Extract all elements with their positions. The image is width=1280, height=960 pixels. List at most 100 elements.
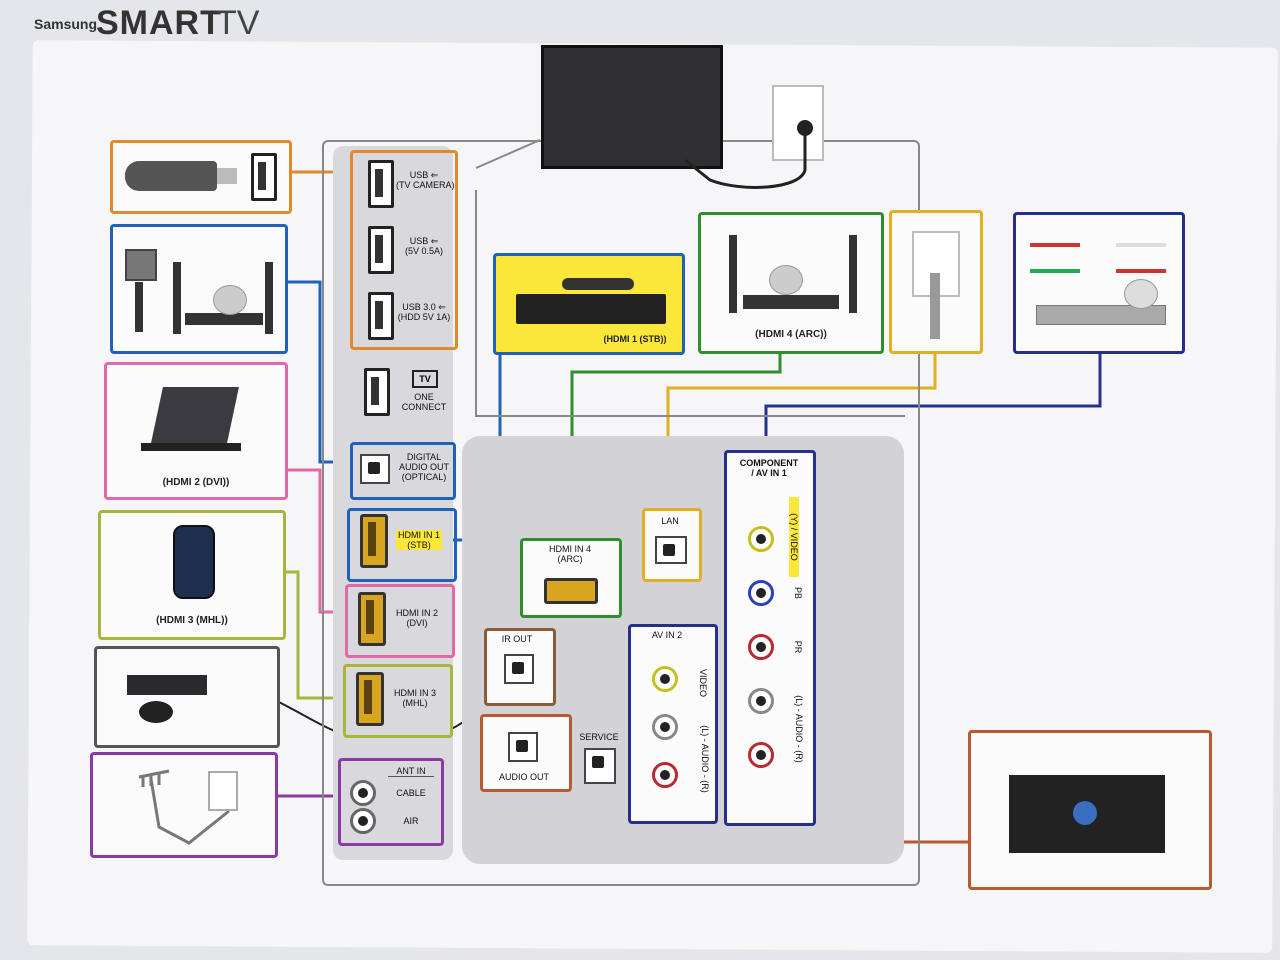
service-port[interactable] — [584, 748, 616, 784]
disc-icon — [213, 285, 247, 315]
cable-port[interactable] — [350, 780, 376, 806]
component-line — [764, 352, 1102, 452]
panel-link — [475, 190, 905, 417]
one-connect-label: ONE CONNECT — [401, 392, 447, 412]
component-label: COMPONENT / AV IN 1 — [739, 458, 799, 478]
audio-system-box — [968, 730, 1212, 890]
pb-label: PB — [793, 586, 803, 599]
service-label: SERVICE — [579, 732, 619, 742]
antenna-wall-socket-icon — [208, 771, 238, 811]
phone-icon — [173, 525, 215, 599]
usb2-port[interactable] — [368, 226, 394, 274]
optical-socket-icon — [125, 249, 157, 281]
usb2-label: USB ⇐ (5V 0.5A) — [404, 236, 444, 256]
usb1-label: USB ⇐ (TV CAMERA) — [396, 170, 455, 190]
ir-blaster-icon — [139, 701, 173, 723]
rca-cables-icon — [1116, 243, 1166, 273]
av-video-port[interactable] — [652, 666, 678, 692]
lan-port-group — [642, 508, 702, 582]
remote-icon — [562, 278, 634, 290]
component-cables-icon — [1030, 243, 1080, 273]
antenna-port-group — [338, 758, 444, 846]
laptop-icon — [151, 387, 239, 443]
hdmi-in-4-label: HDMI IN 4 (ARC) — [548, 544, 591, 564]
usb-plug-icon — [217, 168, 237, 184]
hdmi1-device-label: (HDMI 1 (STB)) — [603, 334, 667, 344]
ir-blaster-box — [94, 646, 280, 748]
arc-disc-icon — [769, 265, 803, 295]
usb3-label: USB 3.0 ⇐ (HDD 5V 1A) — [397, 302, 451, 322]
usb-device-box — [110, 140, 292, 214]
one-connect-port[interactable] — [364, 368, 390, 416]
usb3-port[interactable] — [368, 292, 394, 340]
hdmi-in-3-port[interactable] — [356, 672, 384, 726]
lan-label: LAN — [661, 516, 679, 526]
usb-ports-group — [350, 150, 458, 350]
ir-out-port[interactable] — [504, 654, 534, 684]
component-video-port[interactable] — [748, 526, 774, 552]
usb1-port[interactable] — [368, 160, 394, 208]
air-port[interactable] — [350, 808, 376, 834]
tv-badge-icon: TV — [412, 370, 438, 388]
cable-label: CABLE — [396, 788, 426, 798]
component-audio-r-port[interactable] — [748, 742, 774, 768]
ir-receiver-icon — [127, 675, 207, 695]
brand-logo-word: SMART — [96, 4, 222, 42]
mini-system-knob-icon — [1073, 801, 1097, 825]
audio-out-label: AUDIO OUT — [498, 772, 549, 782]
digital-audio-out-port[interactable] — [360, 454, 390, 484]
home-theater-box — [110, 224, 288, 354]
audio-out-port[interactable] — [508, 732, 538, 762]
ir-out-label: IR OUT — [501, 634, 533, 644]
tv-line — [475, 139, 541, 169]
hdmi-in-1-port[interactable] — [360, 514, 388, 568]
hdmi-in-1-label: HDMI IN 1 (STB) — [396, 530, 442, 550]
ant-in-label: ANT IN — [388, 766, 434, 777]
hdmi4-device-label: (HDMI 4 (ARC)) — [755, 329, 827, 340]
speaker-right-icon — [265, 262, 273, 334]
component-player-box — [1013, 212, 1185, 354]
set-top-box-icon — [516, 294, 666, 324]
antenna-icon — [138, 769, 230, 845]
lan-port[interactable] — [655, 536, 687, 564]
hdmi-in-3-group — [343, 664, 453, 738]
digital-audio-out-label: DIGITAL AUDIO OUT (OPTICAL) — [398, 452, 449, 482]
speaker-left-icon — [173, 262, 181, 334]
brand-maker: Samsung — [34, 16, 98, 32]
lan-wall-box — [889, 210, 983, 354]
hdmi-in-4-port[interactable] — [544, 578, 598, 604]
phone-box: (HDMI 3 (MHL)) — [98, 510, 286, 640]
pb-port[interactable] — [748, 580, 774, 606]
optical-cable-icon — [135, 282, 143, 332]
wall-outlet — [772, 85, 824, 161]
dvd-disc-icon — [1124, 279, 1158, 309]
power-cord — [684, 120, 813, 189]
tv-screen — [541, 45, 723, 169]
usb-socket-icon — [251, 153, 277, 201]
av-audio-label: (L) - AUDIO - (R) — [700, 725, 710, 793]
air-label: AIR — [403, 816, 419, 826]
arc-player-icon — [743, 295, 839, 309]
lan-cable-icon — [930, 273, 940, 339]
hdmi-in-2-group — [345, 584, 455, 658]
brand-header: Samsung SMART TV — [34, 4, 334, 48]
av-audio-r-port[interactable] — [652, 762, 678, 788]
usb-stick-icon — [125, 161, 217, 191]
av-in-2-label: AV IN 2 — [651, 630, 683, 640]
laptop-base-icon — [141, 443, 241, 451]
dvd-player-icon — [1036, 305, 1166, 325]
component-video-label: (Y) / VIDEO — [789, 497, 799, 577]
hdmi-in-1-group — [347, 508, 457, 582]
laptop-box: (HDMI 2 (DVI)) — [104, 362, 288, 500]
brand-logo-suffix: TV — [216, 4, 260, 42]
arc-speaker-left-icon — [729, 235, 737, 313]
arc-speaker-right-icon — [849, 235, 857, 313]
pr-label: PR — [793, 640, 803, 654]
av-audio-l-port[interactable] — [652, 714, 678, 740]
optical-port-group — [350, 442, 456, 500]
pr-port[interactable] — [748, 634, 774, 660]
hdmi3-line — [280, 570, 345, 700]
component-audio-l-port[interactable] — [748, 688, 774, 714]
hdmi-in-2-port[interactable] — [358, 592, 386, 646]
arc-soundbar-box: (HDMI 4 (ARC)) — [698, 212, 884, 354]
